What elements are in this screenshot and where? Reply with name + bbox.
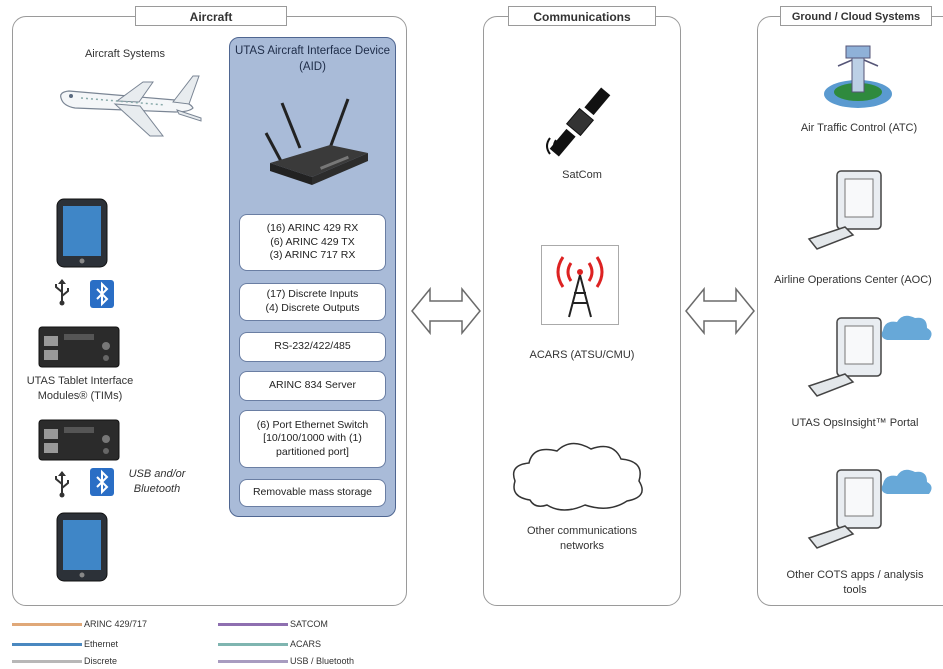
discrete-io-box: (17) Discrete Inputs(4) Discrete Outputs [239,283,386,321]
acars-label: ACARS (ATSU/CMU) [529,349,635,361]
ground-tab: Ground / Cloud Systems [780,6,932,26]
aircraft-tab: Aircraft [135,6,287,26]
legend-swatch-acars [218,642,288,646]
double-arrow-icon-left [411,286,481,336]
computer-cloud-icon-opsinsight [807,315,932,397]
tablet-icon-top [56,198,108,268]
aoc-label: Airline Operations Center (AOC) [774,274,932,286]
communications-tab: Communications [508,6,656,26]
aircraft-systems-label: Aircraft Systems [84,48,166,60]
tim-module-icon-bottom [38,419,120,461]
tim-label: UTAS Tablet Interface Modules® (TIMs) [26,375,134,402]
tim-module-icon-top [38,326,120,368]
legend-swatch-usb-bluetooth [218,659,288,663]
cots-label: Other COTS apps / analysis tools [786,569,924,596]
ethernet-switch-box: (6) Port Ethernet Switch[10/100/1000 wit… [239,410,386,468]
aid-title: UTAS Aircraft Interface Device (AID) [234,45,391,73]
computer-cloud-icon-cots [807,469,932,549]
legend-discrete: Discrete [12,656,117,666]
satellite-icon [546,87,611,157]
legend-swatch-satcom [218,622,288,626]
legend-swatch-arinc [12,622,82,626]
opsinsight-label: UTAS OpsInsight™ Portal [791,417,919,429]
cloud-network-icon [512,442,643,511]
atc-label: Air Traffic Control (ATC) [800,122,918,134]
legend-swatch-ethernet [12,642,82,646]
legend-satcom: SATCOM [218,619,328,629]
aid-panel: UTAS Aircraft Interface Device (AID) (16… [229,37,396,517]
legend-arinc: ARINC 429/717 [12,619,147,629]
double-arrow-icon-right [685,286,755,336]
legend-swatch-discrete [12,659,82,663]
serial-box: RS-232/422/485 [239,332,386,362]
satcom-label: SatCom [562,169,602,181]
arinc834-box: ARINC 834 Server [239,371,386,401]
arinc-io-box: (16) ARINC 429 RX(6) ARINC 429 TX(3) ARI… [239,214,386,271]
legend-ethernet: Ethernet [12,639,118,649]
bluetooth-icon-top [90,280,114,308]
acars-tower-icon [541,245,619,325]
usb-icon-bottom [55,471,69,498]
atc-tower-icon [824,45,892,108]
mass-storage-box: Removable mass storage [239,479,386,507]
usb-bluetooth-label: USB and/or Bluetooth [128,468,186,495]
bluetooth-icon-bottom [90,468,114,496]
other-networks-label: Other communications networks [526,525,638,552]
tablet-icon-bottom [56,512,108,582]
legend-acars: ACARS [218,639,321,649]
legend-usb-bluetooth: USB / Bluetooth [218,656,354,666]
computer-icon-aoc [807,170,882,250]
airplane-icon [60,75,202,137]
router-icon [264,98,368,185]
usb-icon-top [55,279,69,306]
